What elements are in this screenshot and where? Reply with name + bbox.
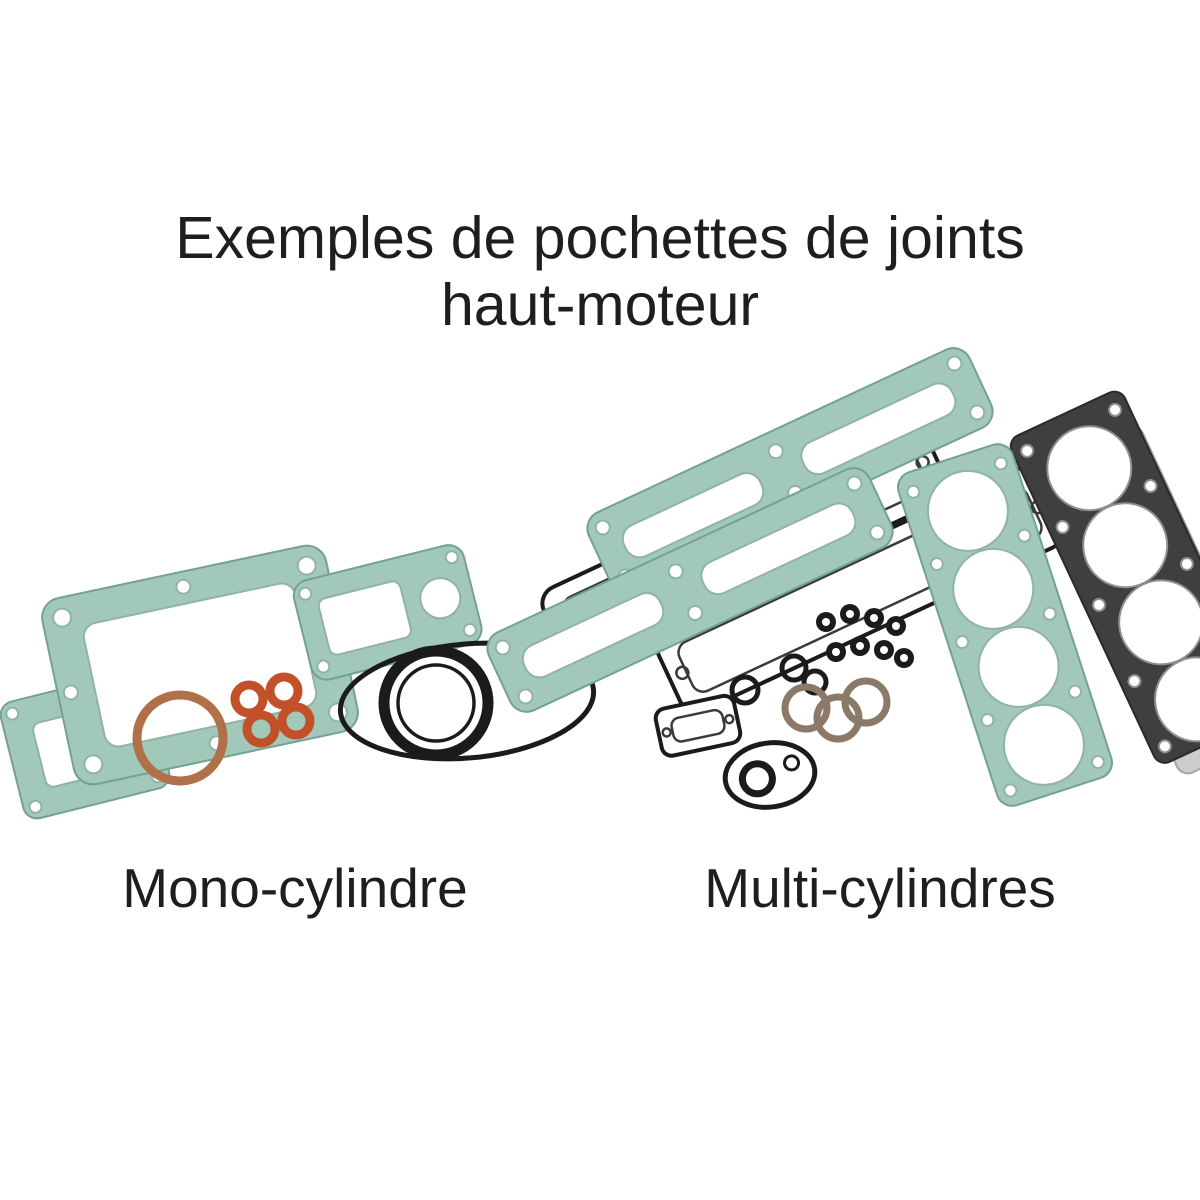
orange-o-rings (230, 672, 315, 748)
mono-cylinder-kit (0, 544, 597, 820)
black-o-rings (337, 640, 597, 762)
caption-mono-cylindre: Mono-cylindre (122, 857, 468, 919)
valve-stem-seals (816, 604, 914, 668)
title-line-1: Exemples de pochettes de joints (175, 205, 1025, 271)
caption-multi-cylindres: Multi-cylindres (704, 857, 1056, 919)
small-black-o-rings (729, 653, 829, 706)
multi-cylinder-kit (480, 341, 1200, 811)
metal-sealing-rings (781, 677, 891, 743)
page-title: Exemples de pochettes de joints haut-mot… (0, 205, 1200, 340)
title-line-2: haut-moteur (440, 272, 760, 339)
small-cover-gasket (653, 693, 743, 758)
two-hole-gasket (722, 740, 818, 810)
copper-ring (132, 690, 228, 786)
